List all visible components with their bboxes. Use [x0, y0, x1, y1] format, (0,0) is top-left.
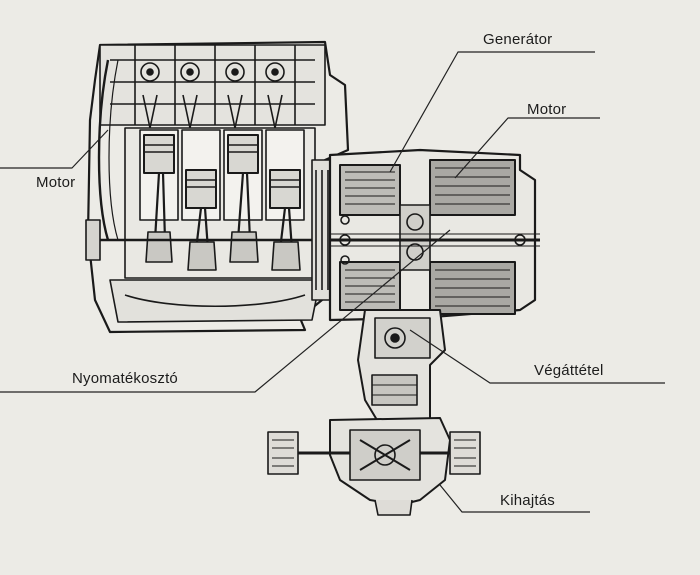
- label-engine: Motor: [36, 174, 76, 191]
- final-drive: [357, 309, 446, 426]
- transaxle-assembly: [328, 148, 540, 322]
- differential-output: [267, 417, 481, 516]
- label-output-drive: Kihajtás: [500, 492, 555, 509]
- engine-block: [85, 40, 350, 334]
- label-electric-motor: Motor: [527, 101, 567, 118]
- leader-lines: [0, 51, 665, 513]
- label-final-drive: Végáttétel: [534, 362, 604, 379]
- label-generator: Generátor: [483, 31, 553, 48]
- label-power-split-device: Nyomatékosztó: [72, 370, 178, 387]
